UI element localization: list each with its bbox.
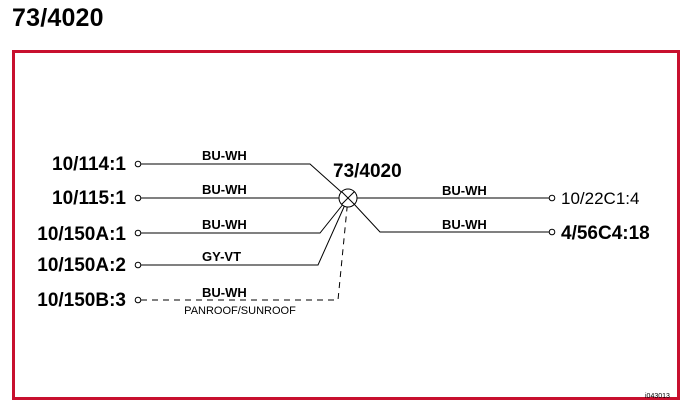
terminal-circle — [134, 160, 142, 168]
wire-color-label: BU-WH — [202, 285, 247, 300]
wire-color-label: GY-VT — [202, 249, 241, 264]
connector-label-10-150a-2: 10/150A:2 — [37, 255, 126, 276]
connector-label-4-56c4-18: 4/56C4:18 — [561, 223, 650, 244]
figure-code: i043013 — [645, 393, 670, 400]
splice-label: 73/4020 — [333, 161, 402, 182]
connector-label-10-150b-3: 10/150B:3 — [37, 290, 126, 311]
wire-line — [141, 163, 349, 199]
wire-color-label: BU-WH — [442, 183, 487, 198]
terminal-circle — [134, 229, 142, 237]
connector-label-10-150a-1: 10/150A:1 — [37, 224, 126, 245]
page-title: 73/4020 — [12, 4, 104, 32]
terminal-circle — [134, 296, 142, 304]
terminal-circle — [134, 194, 142, 202]
wire-color-label: BU-WH — [202, 148, 247, 163]
wire-line — [141, 197, 349, 234]
wire-color-label: BU-WH — [202, 217, 247, 232]
diagram-frame — [12, 50, 680, 400]
connector-label-10-22c1-4: 10/22C1:4 — [561, 189, 639, 208]
splice-icon — [338, 188, 358, 208]
connector-label-10-114-1: 10/114:1 — [52, 154, 126, 175]
wire-color-label: BU-WH — [202, 182, 247, 197]
terminal-circle — [134, 261, 142, 269]
wire-line-dashed — [141, 197, 349, 301]
wire-color-label: BU-WH — [442, 217, 487, 232]
wire-note-label: PANROOF/SUNROOF — [184, 305, 296, 317]
connector-label-10-115-1: 10/115:1 — [52, 188, 126, 209]
wire-line — [141, 197, 349, 266]
wire-line — [353, 203, 549, 233]
terminal-circle — [548, 194, 556, 202]
terminal-circle — [548, 228, 556, 236]
